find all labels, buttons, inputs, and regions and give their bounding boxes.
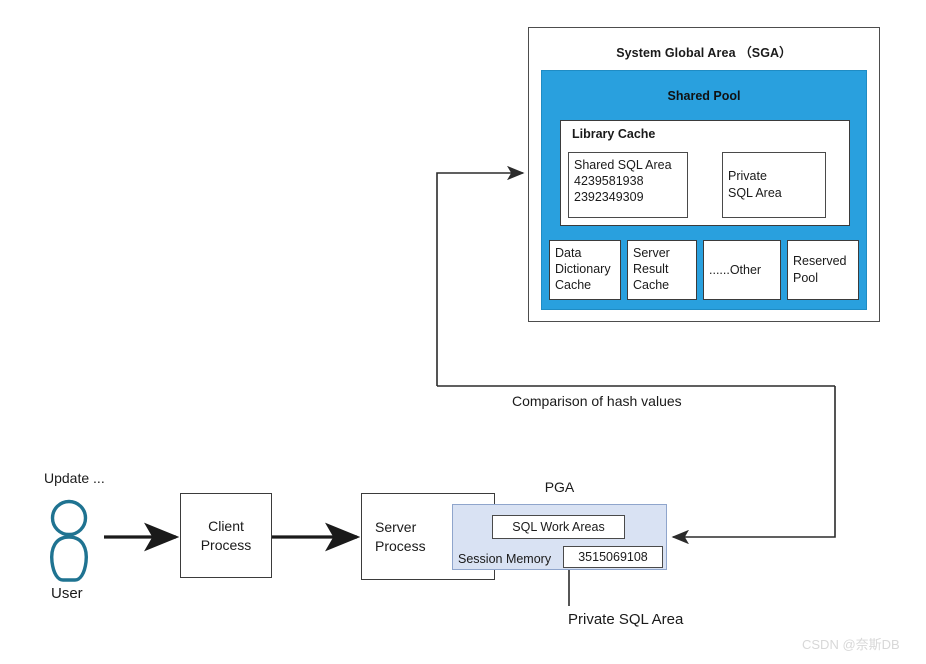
session-memory-value-box: 3515069108 <box>563 546 663 568</box>
reserved-pool-box: Reserved Pool <box>787 240 859 300</box>
client-process-line-2: Process <box>200 536 252 553</box>
cell-line: Cache <box>633 278 670 292</box>
cell-line: Data <box>555 246 582 260</box>
server-process-label: Server Process <box>362 494 494 579</box>
shared-sql-area-content: Shared SQL Area 4239581938 2392349309 <box>569 153 687 205</box>
update-label: Update ... <box>44 470 105 486</box>
cell-line: Dictionary <box>555 262 611 276</box>
other-content: ......Other <box>704 241 780 299</box>
shared-sql-area-hash-1: 4239581938 <box>574 174 644 188</box>
comparison-of-hash-values-label: Comparison of hash values <box>512 393 682 409</box>
shared-sql-area-label: Shared SQL Area <box>574 158 672 172</box>
private-sql-area-box: Private SQL Area <box>722 152 826 218</box>
watermark: CSDN @奈斯DB <box>802 637 900 652</box>
other-box: ......Other <box>703 240 781 300</box>
user-label: User <box>51 585 83 602</box>
cell-line: ......Other <box>709 262 762 277</box>
server-process-line-2: Process <box>375 537 426 554</box>
server-process-line-1: Server <box>375 518 417 535</box>
user-icon <box>50 499 88 582</box>
data-dictionary-cache-box: Data Dictionary Cache <box>549 240 621 300</box>
arrow-server-to-sga <box>436 165 525 386</box>
cell-line: Cache <box>555 278 592 292</box>
client-process-box: Client Process <box>180 493 272 578</box>
private-sql-area-line-1: Private <box>728 169 767 183</box>
shared-sql-area-box: Shared SQL Area 4239581938 2392349309 <box>568 152 688 218</box>
server-result-cache-box: Server Result Cache <box>627 240 697 300</box>
arrow-sga-to-pga <box>671 386 836 545</box>
shared-sql-area-hash-2: 2392349309 <box>574 190 644 204</box>
sql-work-areas-box: SQL Work Areas <box>492 515 625 539</box>
sga-title: System Global Area （SGA） <box>616 46 792 60</box>
cell-line: Server <box>633 246 670 260</box>
private-sql-area-label: Private SQL Area <box>568 611 684 628</box>
cell-line: Result <box>633 262 669 276</box>
client-process-line-1: Client <box>208 517 244 534</box>
reserved-pool-content: Reserved Pool <box>788 241 858 299</box>
library-cache-title: Library Cache <box>572 127 656 141</box>
cell-line: Pool <box>793 271 819 285</box>
pga-title: PGA <box>544 479 575 495</box>
shared-pool-title: Shared Pool <box>667 89 741 103</box>
cell-line: Reserved <box>793 254 847 268</box>
session-memory-label: Session Memory <box>458 552 552 566</box>
private-sql-area-content: Private SQL Area <box>723 153 825 217</box>
private-sql-area-line-2: SQL Area <box>728 186 782 200</box>
client-process-label: Client Process <box>181 494 271 577</box>
server-result-cache-content: Server Result Cache <box>628 241 696 293</box>
data-dictionary-cache-content: Data Dictionary Cache <box>550 241 620 293</box>
